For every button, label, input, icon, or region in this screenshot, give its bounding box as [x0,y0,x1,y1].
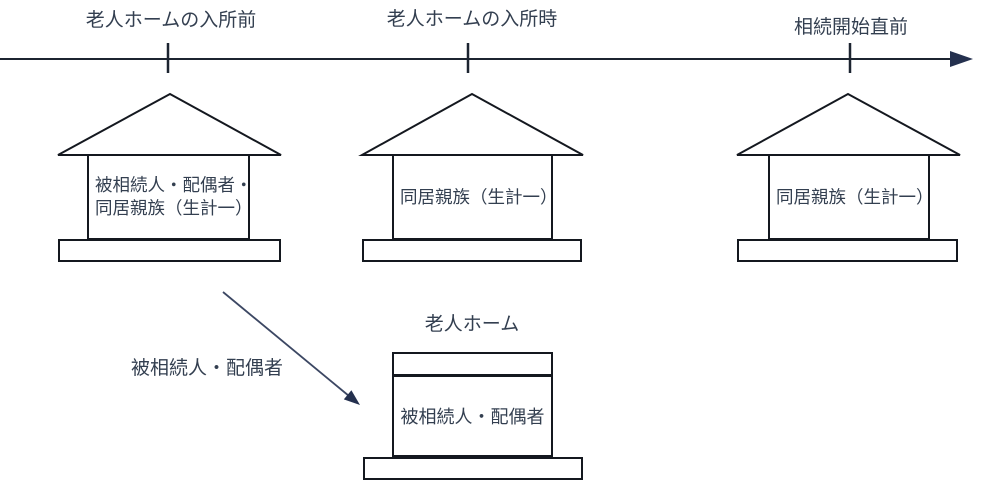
house-foundation-at-admission [362,239,582,262]
relocation-arrow-label: 被相続人・配偶者 [131,358,284,379]
house-occupants-at-admission: 同居親族（生計一） [400,186,558,207]
house-occupants-before-admission: 被相続人・配偶者・ 同居親族（生計一） [95,175,253,218]
house-roof-before-inheritance [736,92,961,156]
nursing-home-building: 被相続人・配偶者 [392,352,553,457]
house-occupants-before-inheritance: 同居親族（生計一） [776,186,934,207]
nursing-home-roofline-divider [394,374,551,377]
house-body-at-admission: 同居親族（生計一） [392,154,558,240]
house-foundation-before-inheritance [737,239,958,262]
house-roof-before-admission [57,92,282,156]
relocation-arrowhead-icon [343,390,360,405]
relocation-arrow-line [222,291,350,397]
milestone-label-before-inheritance: 相続開始直前 [793,17,909,38]
house-body-before-admission: 被相続人・配偶者・ 同居親族（生計一） [87,154,253,240]
timeline-arrowhead-icon [950,51,973,67]
milestone-label-before-admission: 老人ホームの入所前 [85,10,257,31]
house-roof-at-admission [358,92,584,156]
nursing-home-title: 老人ホーム [424,314,520,335]
nursing-home-occupants: 被相続人・配偶者 [400,407,545,427]
milestone-label-at-admission: 老人ホームの入所時 [386,9,558,30]
nursing-home-foundation [363,457,583,480]
house-body-before-inheritance: 同居親族（生計一） [768,154,934,240]
house-foundation-before-admission [58,239,281,262]
